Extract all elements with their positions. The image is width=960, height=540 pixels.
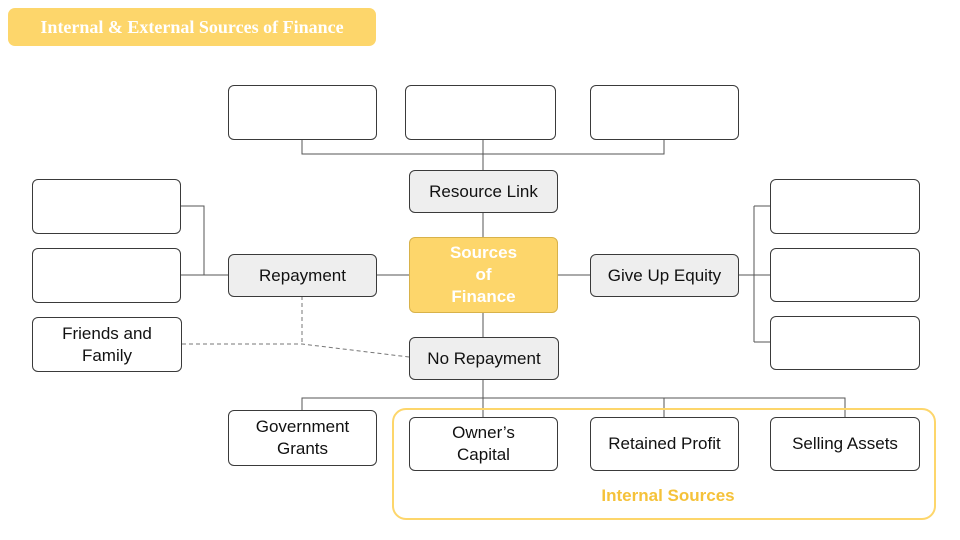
blank-box-left-2 — [32, 248, 181, 303]
blank-box-top-2 — [405, 85, 556, 140]
blank-box-right-2 — [770, 248, 920, 302]
node-retained-profit: Retained Profit — [590, 417, 739, 471]
node-sources-of-finance: Sources of Finance — [409, 237, 558, 313]
dashed-link-friends — [182, 296, 410, 358]
connector-left-bracket — [180, 205, 228, 276]
blank-box-right-1 — [770, 179, 920, 234]
node-give-up-equity: Give Up Equity — [590, 254, 739, 297]
node-friends-family: Friends and Family — [32, 317, 182, 372]
blank-box-left-1 — [32, 179, 181, 234]
blank-box-right-3 — [770, 316, 920, 370]
blank-box-top-3 — [590, 85, 739, 140]
node-repayment: Repayment — [228, 254, 377, 297]
internal-sources-group — [392, 408, 936, 520]
node-no-repayment: No Repayment — [409, 337, 559, 380]
page-title: Internal & External Sources of Finance — [8, 8, 376, 46]
connector-right-bracket — [738, 205, 770, 343]
node-resource-link: Resource Link — [409, 170, 558, 213]
blank-box-top-1 — [228, 85, 377, 140]
internal-sources-label: Internal Sources — [601, 486, 735, 505]
connector-bottom-bus — [301, 379, 846, 418]
node-government-grants: Government Grants — [228, 410, 377, 466]
node-selling-assets: Selling Assets — [770, 417, 920, 471]
node-owners-capital: Owner’s Capital — [409, 417, 558, 471]
